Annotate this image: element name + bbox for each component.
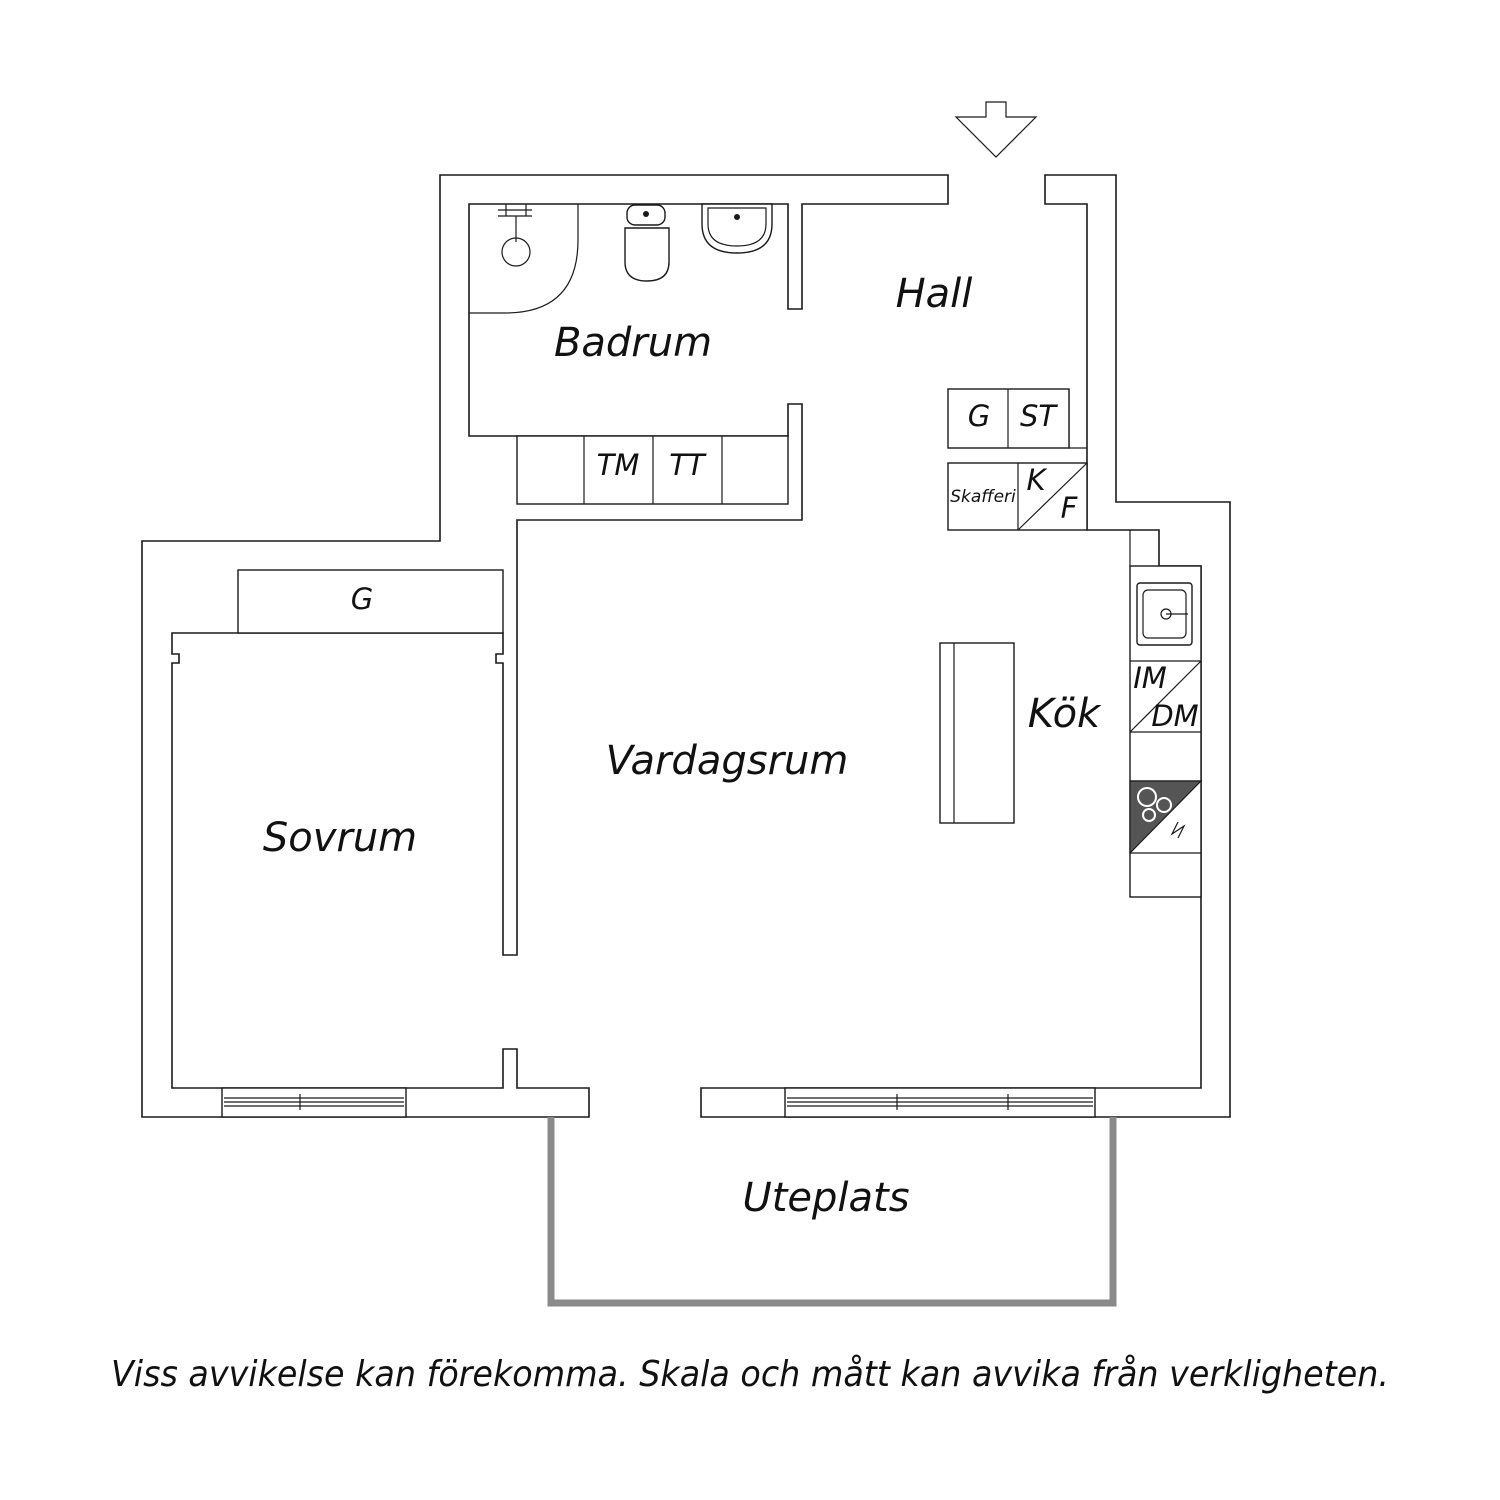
label-dm: DM [1151,699,1198,733]
label-skafferi: Skafferi [950,487,1016,507]
label-tm: TM [597,448,640,482]
window-vardagsrum [784,1087,1096,1118]
label-kyl: K [1026,463,1047,497]
room-label-hall: Hall [896,271,973,317]
label-sovrum-g: G [351,582,373,616]
label-hall-g: G [968,399,990,433]
label-hall-st: ST [1020,399,1058,433]
washbasin-icon [701,203,773,254]
shower-icon [469,204,579,314]
pantry-fridge-freezer [947,462,1088,531]
window-sovrum [221,1087,407,1118]
label-frys: F [1061,491,1079,525]
terrace-railing [547,1117,1117,1307]
bedroom-wardrobe [237,569,504,634]
entrance-arrow-icon [954,101,1038,158]
kitchen-sink-icon [1136,582,1193,646]
room-label-badrum: Badrum [554,320,712,366]
disclaimer-text: Viss avvikelse kan förekomma. Skala och … [111,1354,1389,1395]
laundry-cabinets [516,435,789,505]
stove-icon [1129,780,1203,855]
room-label-vardagsrum: Vardagsrum [606,738,849,784]
label-tt: TT [669,448,707,482]
room-label-kok: Kök [1028,691,1102,737]
toilet-icon [624,204,670,282]
kitchen-island [939,642,1015,824]
room-label-sovrum: Sovrum [263,815,417,861]
label-im: IM [1133,661,1167,695]
room-label-uteplats: Uteplats [742,1175,909,1221]
hall-wardrobes [947,388,1070,449]
walls [141,174,1231,1118]
